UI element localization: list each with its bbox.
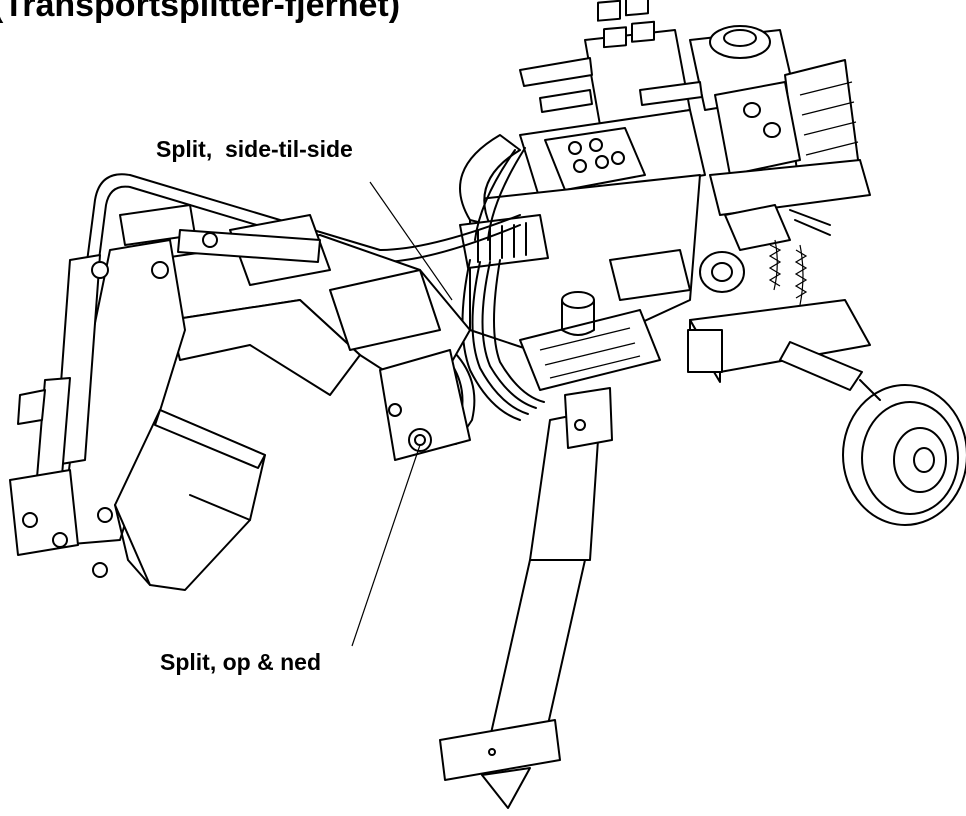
leader-line-split-side xyxy=(369,181,453,301)
transport-wheel xyxy=(687,299,966,526)
leader-line-split-updown xyxy=(351,444,421,647)
callout-split-up-down: Split, op & ned xyxy=(160,649,321,675)
operator-seat xyxy=(519,0,706,201)
backhoe-arm xyxy=(9,173,521,591)
diagram-title: (Transportsplitter-fjernet) xyxy=(0,0,400,24)
main-frame xyxy=(459,134,745,391)
stabilizer-leg xyxy=(439,387,613,809)
callout-split-side-to-side: Split, side-til-side xyxy=(156,136,353,162)
